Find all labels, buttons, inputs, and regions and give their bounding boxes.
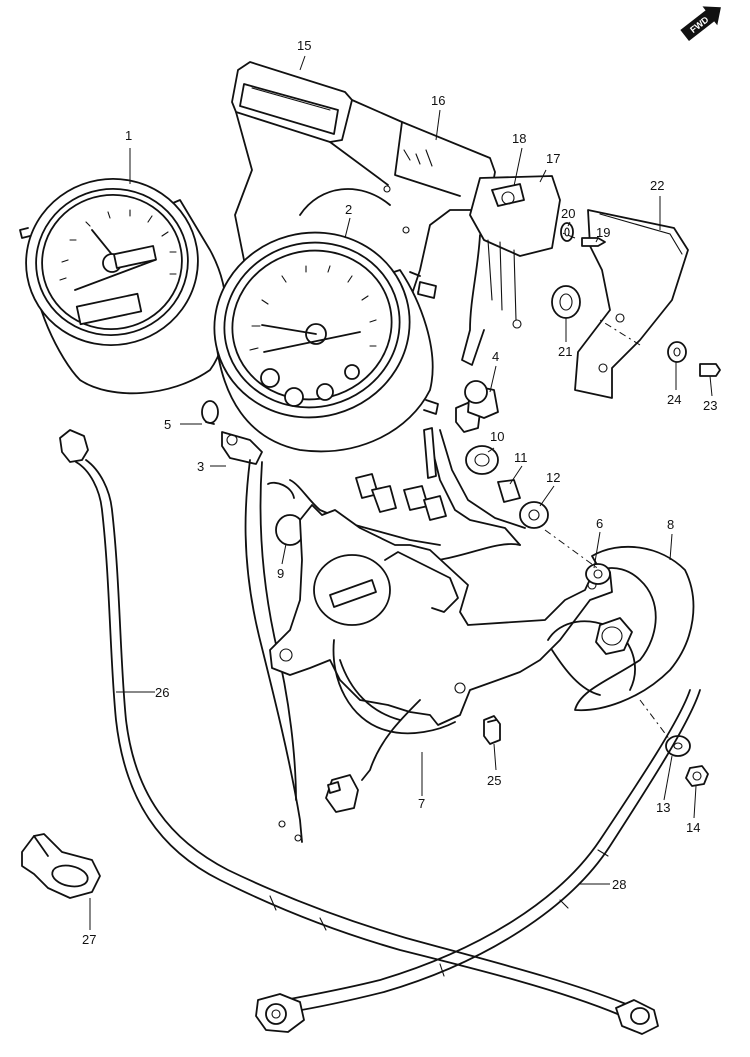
callout-8: 8	[667, 517, 674, 532]
callout-27: 27	[82, 932, 96, 947]
tachometer	[213, 231, 439, 453]
callout-24: 24	[667, 392, 681, 407]
callout-13: 13	[656, 800, 670, 815]
callout-16: 16	[431, 93, 445, 108]
callout-7: 7	[418, 796, 425, 811]
speedometer	[19, 178, 228, 395]
cable-grommet	[21, 833, 101, 899]
callout-19: 19	[596, 225, 610, 240]
callout-15: 15	[297, 38, 311, 53]
meter-bracket-right	[574, 209, 689, 399]
callout-9: 9	[277, 566, 284, 581]
callout-14: 14	[686, 820, 700, 835]
callout-26: 26	[155, 685, 169, 700]
meter-cover	[544, 529, 695, 712]
callout-labels: 1 2 3 4 5 6 7 8 9 10 11 12 13 14 15 16 1…	[82, 38, 717, 947]
speedometer-cable	[59, 429, 659, 1035]
callout-20: 20	[561, 206, 575, 221]
callout-4: 4	[492, 349, 499, 364]
callout-28: 28	[612, 877, 626, 892]
callout-5: 5	[164, 417, 171, 432]
nuts-and-washers	[483, 699, 709, 787]
callout-18: 18	[512, 131, 526, 146]
small-fasteners	[551, 222, 721, 377]
callout-12: 12	[546, 470, 560, 485]
callout-6: 6	[596, 516, 603, 531]
callout-17: 17	[546, 151, 560, 166]
callout-2: 2	[345, 202, 352, 217]
leader-lines	[89, 55, 713, 930]
switch-bracket	[461, 175, 561, 366]
callout-3: 3	[197, 459, 204, 474]
callout-21: 21	[558, 344, 572, 359]
callout-23: 23	[703, 398, 717, 413]
callout-1: 1	[125, 128, 132, 143]
bulb-and-socket	[201, 400, 303, 843]
callout-22: 22	[650, 178, 664, 193]
callout-10: 10	[490, 429, 504, 444]
wiring-harness	[267, 380, 549, 561]
callout-25: 25	[487, 773, 501, 788]
tachometer-cable	[255, 689, 701, 1033]
fwd-arrow-icon: FWD	[680, 6, 721, 42]
main-bracket	[269, 504, 613, 813]
callout-11: 11	[514, 450, 528, 465]
